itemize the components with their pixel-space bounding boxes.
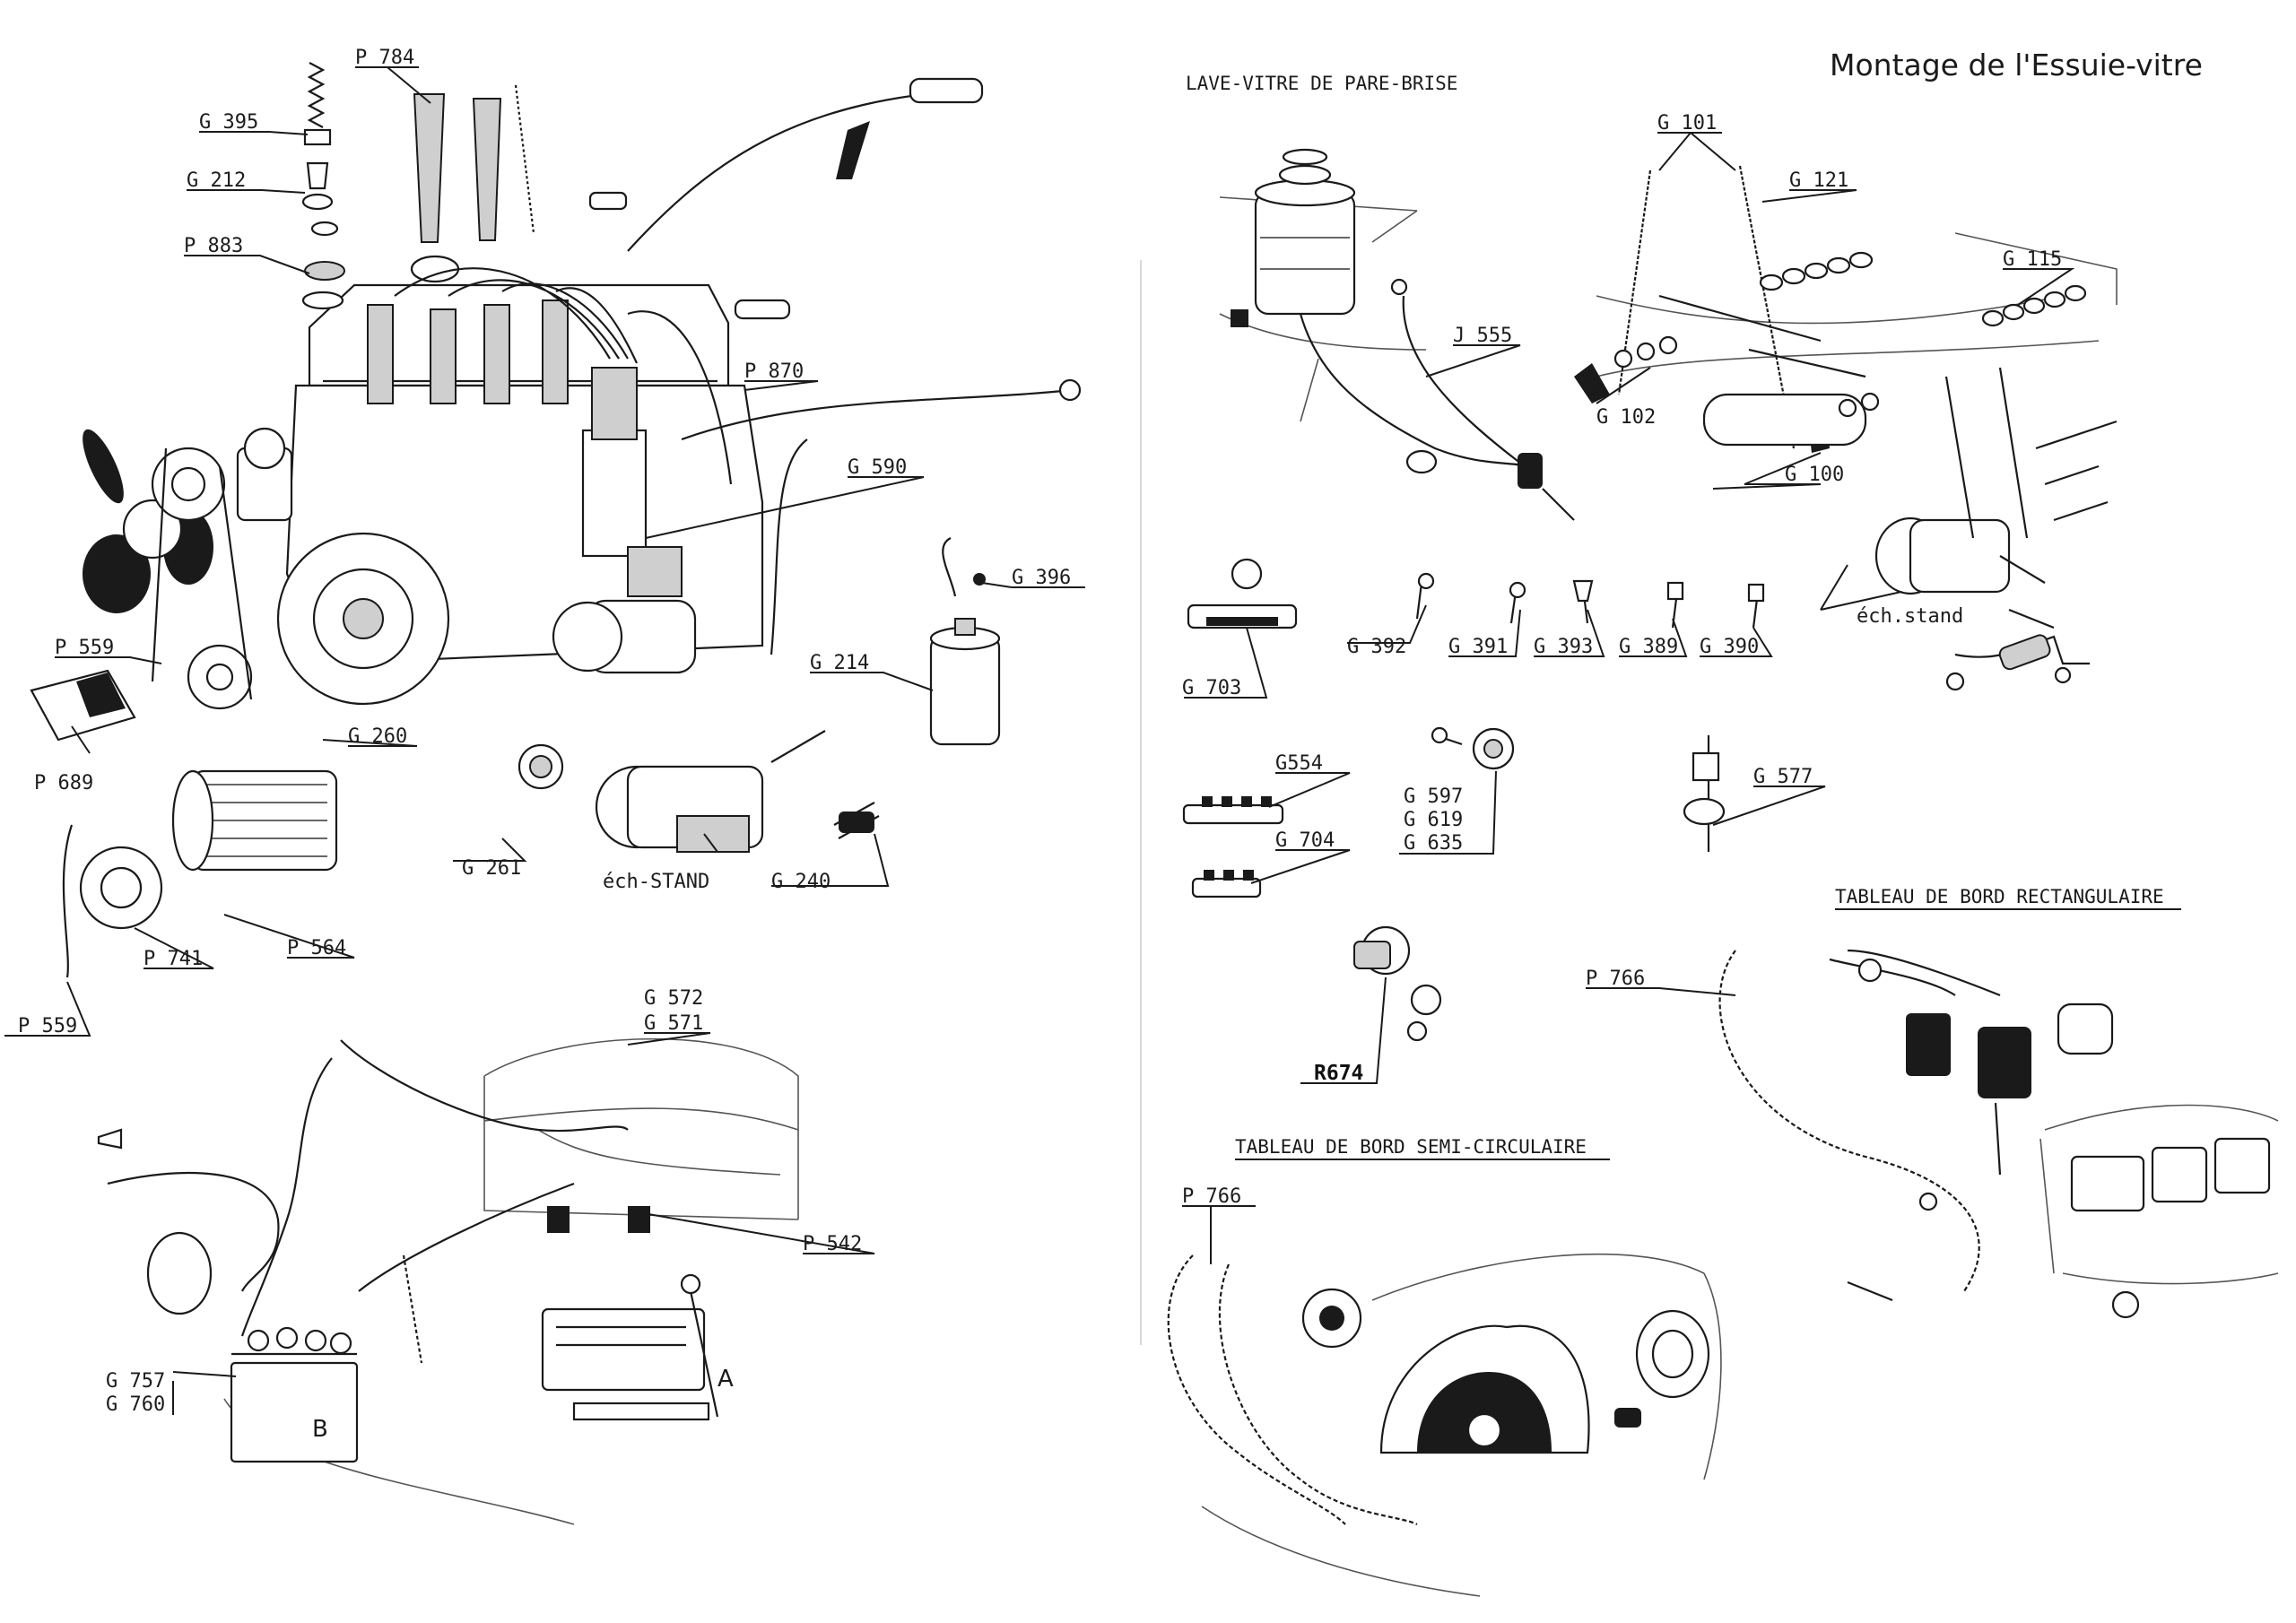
title-tableau-semi-circulaire: TABLEAU DE BORD SEMI-CIRCULAIRE [1235,1136,1587,1158]
part-label-g100: G 100 [1785,464,1844,486]
part-label-g393: G 393 [1534,636,1593,658]
small-parts-top-left [301,62,791,320]
part-label-p689: P 689 [34,772,93,794]
title-lave-vitre: LAVE-VITRE DE PARE-BRISE [1186,73,1457,94]
part-label-p883: P 883 [184,235,243,257]
part-label-p564: P 564 [287,937,346,959]
part-label-g590: G 590 [848,456,907,479]
part-label-g101: G 101 [1657,112,1717,135]
part-label-g395: G 395 [199,111,258,134]
part-label-g389: G 389 [1619,636,1678,658]
part-label-g115: G 115 [2003,248,2062,271]
part-label-g703: G 703 [1182,677,1241,699]
part-label-p766-semi: P 766 [1182,1185,1241,1208]
part-label-g214: G 214 [810,652,869,674]
part-label-p542: P 542 [803,1233,862,1255]
ignition-coil-drawing [929,537,1001,746]
part-label-g635: G 635 [1404,832,1463,855]
part-label-p559-regulator: P 559 [55,637,114,659]
part-label-j555: J 555 [1453,325,1512,347]
part-label-g396: G 396 [1012,567,1071,589]
part-label-ech-stand-right: éch.stand [1857,605,1963,628]
part-label-g577: G 577 [1753,766,1813,788]
part-label-p741: P 741 [144,948,203,970]
dynamo-and-fittings [30,669,880,978]
engine-block-drawing [83,77,1082,710]
dashboard-rectangular-drawing [1718,949,2279,1319]
part-label-ech-stand-left: éch-STAND [603,871,709,893]
part-label-g392: G 392 [1347,636,1406,658]
part-label-g391: G 391 [1448,636,1508,658]
part-label-g261: G 261 [462,857,521,880]
part-label-g240: G 240 [771,871,831,893]
part-label-g260: G 260 [348,725,407,748]
battery-compartment-drawing [97,1037,799,1525]
wiper-mechanism-drawing [1574,165,2118,691]
part-label-g390: G 390 [1700,636,1759,658]
dashboard-semicircular-drawing [1167,1253,1722,1597]
part-label-p784: P 784 [355,47,414,69]
part-label-g571: G 571 [644,1012,703,1035]
battery-letter-b: B [312,1416,328,1443]
part-label-g704: G 704 [1275,829,1335,852]
part-label-p766-rect: P 766 [1586,968,1645,990]
part-label-g102: G 102 [1596,406,1656,429]
leader-lines [4,66,2075,1415]
part-label-p870: P 870 [744,360,804,383]
part-label-g572: G 572 [644,987,703,1010]
page-header: Montage de l'Essuie-vitre [1830,48,2203,82]
part-label-g597: G 597 [1404,785,1463,808]
title-tableau-rectangulaire: TABLEAU DE BORD RECTANGULAIRE [1835,886,2164,907]
part-label-p559-belt: P 559 [18,1015,77,1037]
part-label-g554: G554 [1275,752,1323,775]
part-label-g619: G 619 [1404,809,1463,831]
bracket-letter-a: A [718,1366,734,1393]
part-label-g121: G 121 [1789,169,1848,192]
part-label-g212: G 212 [187,169,246,192]
part-label-g757: G 757 [106,1370,165,1393]
washer-reservoir-drawing [1219,148,1575,521]
part-label-r674: R674 [1314,1062,1363,1085]
part-label-g760: G 760 [106,1393,165,1416]
connector-parts [1182,558,1765,1042]
